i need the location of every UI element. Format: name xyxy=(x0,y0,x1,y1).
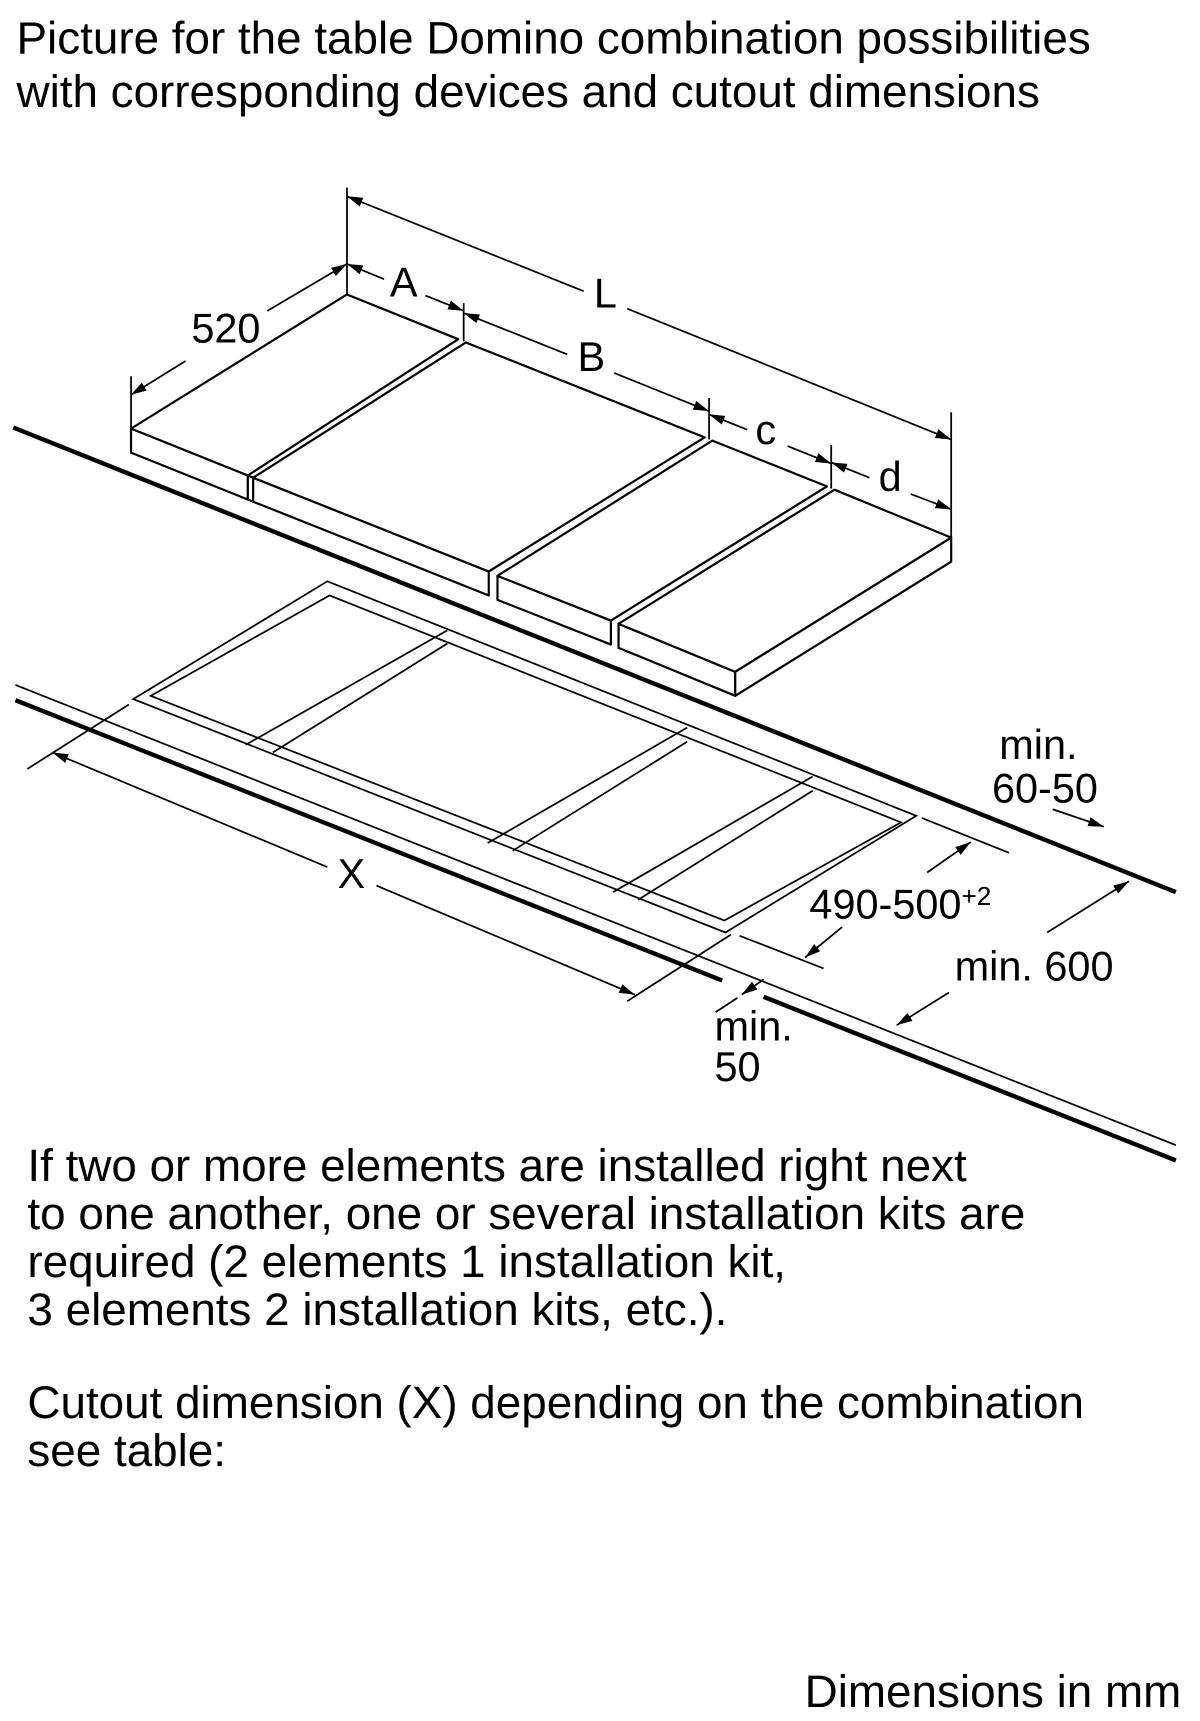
hob-dimensions xyxy=(130,187,953,538)
cutout-note-line-1: Cutout dimension (X) depending on the co… xyxy=(27,1377,1084,1428)
worktop-front-line-thin xyxy=(15,684,1177,1146)
cutout-depth-label: 490-500+2 xyxy=(809,880,991,927)
worktop-front-line-right xyxy=(762,994,1177,1163)
dimensions-unit-note: Dimensions in mm xyxy=(805,1666,1182,1717)
worktop-edge-line xyxy=(12,425,1177,895)
dimension-a-label: A xyxy=(390,259,418,306)
title-line-2: with corresponding devices and cutout di… xyxy=(16,66,1040,117)
worktop-depth-label: min. 600 xyxy=(955,942,1114,989)
note-line-1: If two or more elements are installed ri… xyxy=(27,1140,967,1191)
title-line-1: Picture for the table Domino combination… xyxy=(17,12,1091,63)
domino-hobs xyxy=(129,293,953,697)
counter-min-label: min. xyxy=(999,721,1077,768)
counter-min-value: 60-50 xyxy=(992,765,1098,812)
front-min-value: 50 xyxy=(715,1043,761,1090)
cutout-width-x-label: X xyxy=(338,850,366,897)
dimension-d-label: d xyxy=(879,453,902,500)
cutout-dimensions xyxy=(26,703,1130,1026)
depth-520-label: 520 xyxy=(191,304,260,351)
cutout-note-line-2: see table: xyxy=(27,1425,226,1476)
hob-c xyxy=(496,439,828,646)
dimension-b-label: B xyxy=(577,333,605,380)
note-line-3: required (2 elements 1 installation kit, xyxy=(27,1236,786,1287)
cutout-depth-value: 490-500 xyxy=(809,880,961,927)
note-line-4: 3 elements 2 installation kits, etc.). xyxy=(27,1284,727,1335)
dimension-c-label: c xyxy=(755,406,776,453)
hob-b xyxy=(252,341,706,597)
note-line-2: to one another, one or several installat… xyxy=(27,1188,1025,1239)
hob-d xyxy=(617,488,953,697)
cutout-frame xyxy=(131,580,919,934)
worktop-front-line-left xyxy=(14,698,723,983)
front-min-label: min. xyxy=(715,1002,793,1049)
cutout-depth-tolerance: +2 xyxy=(961,881,991,911)
dimension-l-label: L xyxy=(594,270,617,317)
